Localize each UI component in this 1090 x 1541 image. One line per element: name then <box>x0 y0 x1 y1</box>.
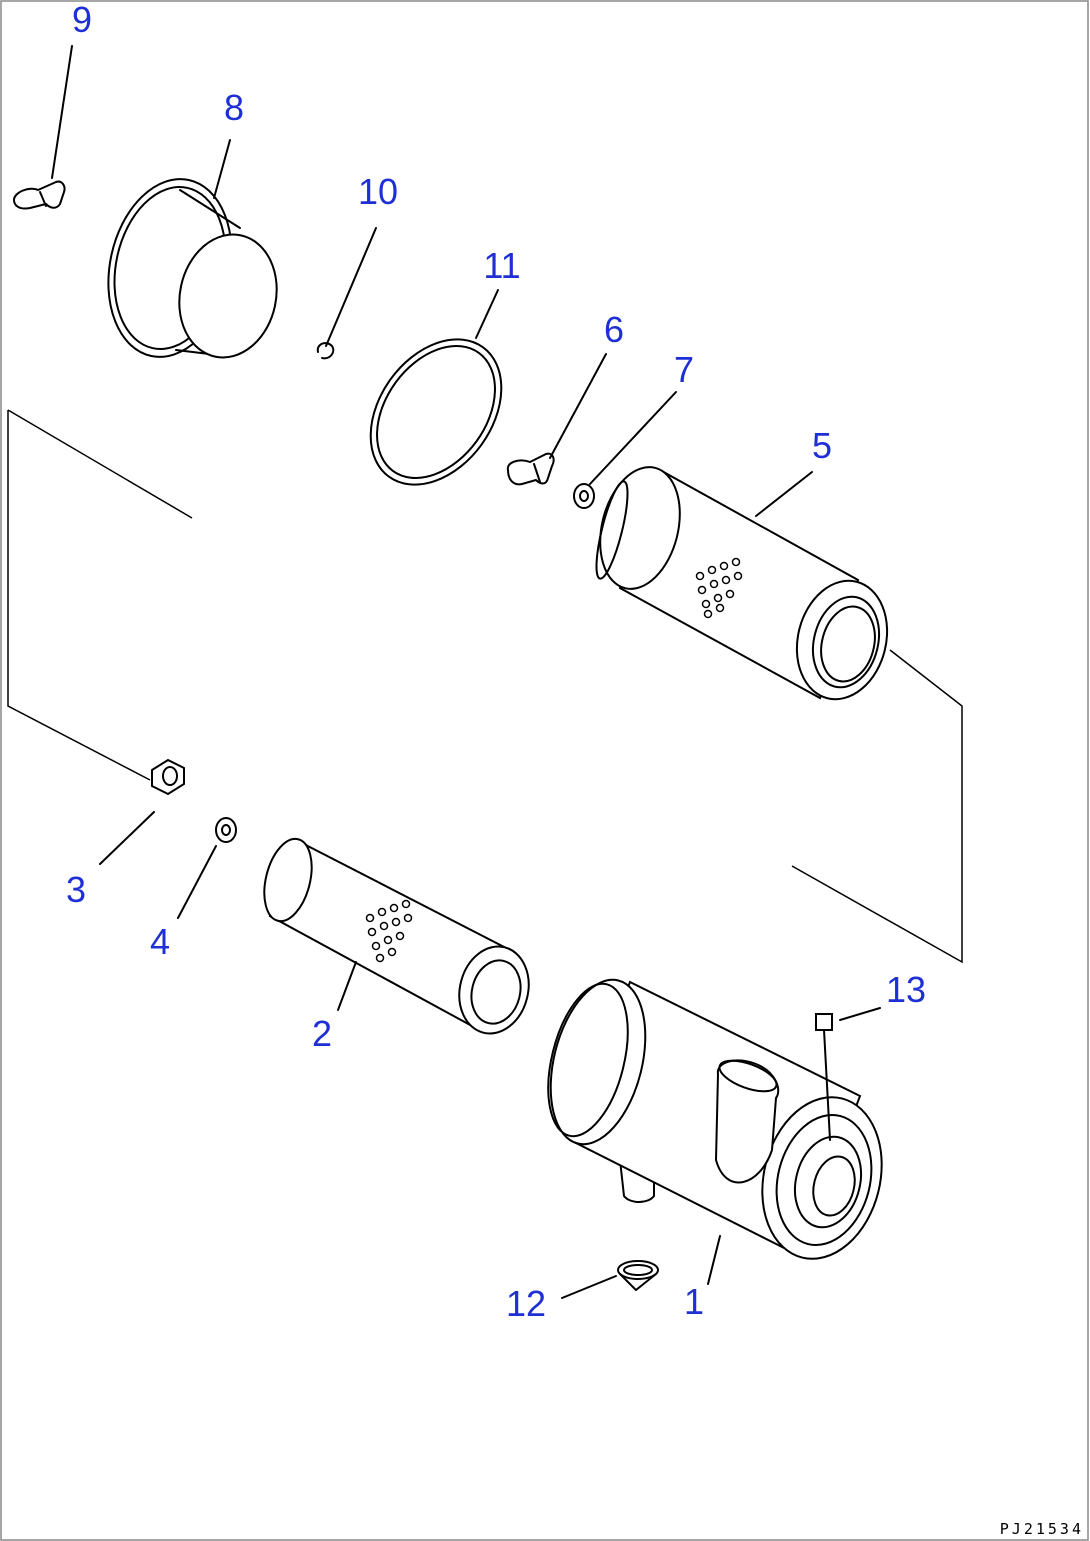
part-4-washer <box>215 817 237 843</box>
part-10-clip <box>316 342 335 360</box>
callout-8: 8 <box>224 87 244 128</box>
callout-11: 11 <box>483 245 520 286</box>
part-11-o-ring <box>369 338 503 486</box>
part-8-cover <box>107 178 278 359</box>
callout-13: 13 <box>886 969 926 1010</box>
callout-10: 10 <box>358 171 398 212</box>
part-7-washer <box>573 483 595 509</box>
callout-2: 2 <box>312 1013 332 1054</box>
part-2-inner-element <box>263 837 530 1035</box>
part-3-nut <box>151 758 185 796</box>
callout-labels: 9 8 10 11 6 7 5 3 4 2 13 12 1 <box>66 0 926 1324</box>
callout-6: 6 <box>604 309 624 350</box>
callout-7: 7 <box>674 349 694 390</box>
part-6-wing-nut <box>506 452 555 486</box>
callout-1: 1 <box>684 1281 704 1322</box>
part-13-indicator <box>815 1013 833 1141</box>
part-9-wing-bolt <box>13 180 66 210</box>
assembly-bracket <box>7 409 963 964</box>
part-5-outer-element <box>595 466 889 701</box>
callout-4: 4 <box>150 921 170 962</box>
drawing-code: PJ21534 <box>1000 1520 1084 1538</box>
callout-5: 5 <box>812 425 832 466</box>
callout-12: 12 <box>506 1283 546 1324</box>
callout-3: 3 <box>66 869 86 910</box>
leader-lines <box>51 45 881 1299</box>
part-1-housing <box>547 978 883 1260</box>
part-12-cap <box>617 1260 659 1291</box>
callout-9: 9 <box>72 0 92 40</box>
